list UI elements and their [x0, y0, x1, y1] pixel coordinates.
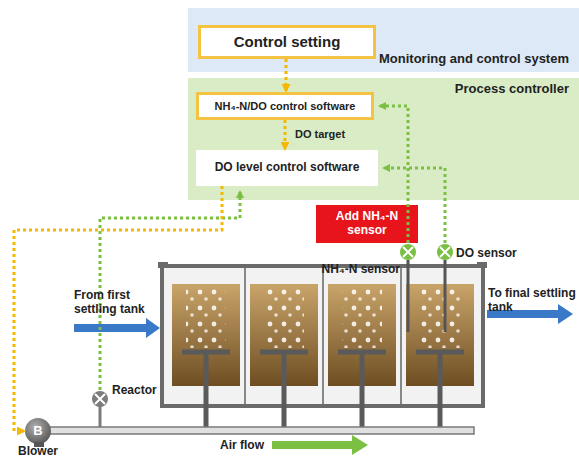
node-text: B — [33, 424, 42, 439]
system-band: Monitoring and control system Control set… — [188, 8, 579, 72]
software-box: NH₄-N/DO control software — [196, 92, 374, 120]
sensor-label: NH₄-N sensor — [290, 262, 400, 276]
node-text: Monitoring and control system — [379, 52, 569, 67]
control-connector — [14, 186, 222, 431]
node-text: Add NH₄-N sensor — [316, 210, 418, 238]
outlet-label: To final settling tank — [488, 286, 576, 315]
controller-band: Process controllerNH₄-N/DO control softw… — [188, 78, 579, 200]
inlet-label: From first settling tank — [74, 288, 166, 317]
node-text: Control setting — [234, 33, 341, 50]
part-label: Reactor — [112, 383, 172, 397]
node-text: NH₄-N/DO control software — [215, 100, 356, 113]
software-box: DO level control software — [196, 150, 378, 186]
node-caption: Blower — [7, 445, 69, 459]
setting-box: Control setting — [198, 25, 376, 59]
node-text: DO level control software — [215, 161, 360, 175]
sensor-label: DO sensor — [456, 246, 546, 260]
flow-label: Air flow — [220, 438, 280, 452]
edge-label: DO target — [295, 128, 345, 141]
callout-box: Add NH₄-N sensor — [316, 205, 418, 243]
node-text: Process controller — [455, 82, 569, 97]
